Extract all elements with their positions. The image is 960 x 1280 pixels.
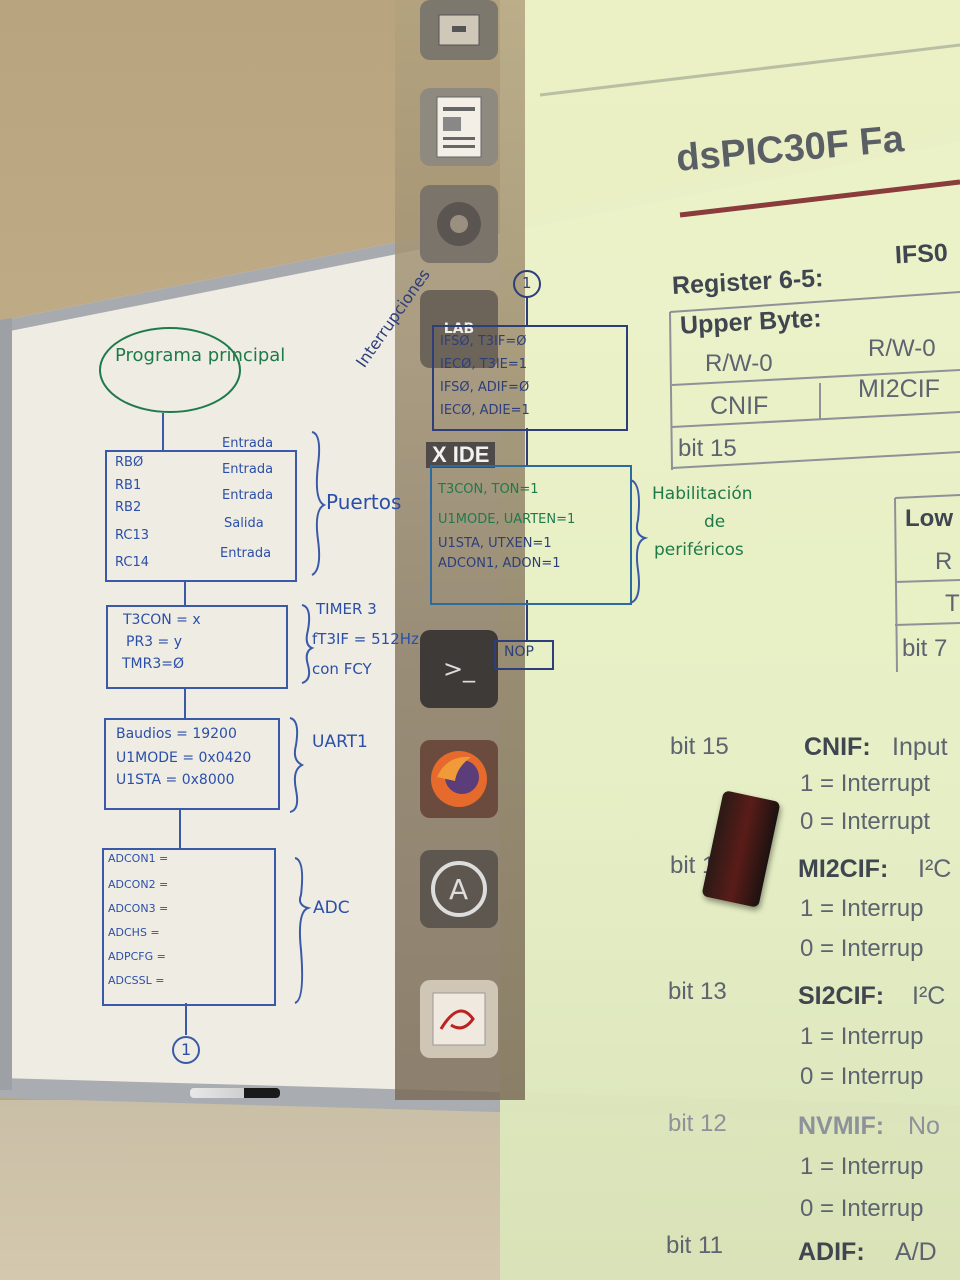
desc-one: 1 = Interrup — [800, 1153, 924, 1180]
lower-r-cell: R — [935, 548, 953, 575]
peripheral-line: U1STA, UTXEN=1 — [438, 536, 552, 551]
desc-zero: 0 = Interrup — [800, 935, 924, 962]
desc-zero: 0 = Interrupt — [800, 808, 931, 835]
timer-line: TMR3=Ø — [122, 656, 185, 672]
port-dir: Entrada — [222, 462, 274, 477]
connector-top: 1 — [522, 274, 532, 292]
desc-name: CNIF: — [804, 733, 871, 761]
desc-rest: I²C — [912, 982, 946, 1010]
interrupt-line: IECØ, ADIE=1 — [440, 403, 530, 418]
timer-line: PR3 = y — [126, 634, 182, 650]
peripherals-label-2: de — [704, 512, 726, 532]
port-pin: RB1 — [115, 478, 142, 493]
ide-badge-label: X IDE — [426, 442, 496, 468]
interrupts-box — [432, 325, 628, 431]
peripherals-box — [430, 465, 632, 605]
uart-box — [104, 718, 280, 810]
timer-frequency: fT3IF = 512Hz — [312, 630, 419, 648]
rw-cell-1: R/W-0 — [705, 350, 773, 377]
ports-label: Puertos — [326, 490, 402, 514]
rw-cell-2: R/W-0 — [868, 335, 936, 362]
desc-rest: I²C — [918, 855, 952, 883]
document-viewer-icon[interactable] — [420, 88, 498, 166]
adc-line: ADCON1 = — [108, 852, 169, 865]
connector-bottom: 1 — [181, 1040, 192, 1059]
svg-text:A: A — [449, 873, 468, 906]
port-dir: Salida — [224, 516, 264, 531]
desc-name: SI2CIF: — [798, 982, 885, 1010]
terminal-icon[interactable]: >_ — [420, 630, 498, 708]
ports-box — [105, 450, 297, 582]
adc-line: ADCSSL = — [108, 974, 165, 987]
desc-bit: bit 11 — [666, 1232, 723, 1259]
text-editor-icon[interactable] — [420, 980, 498, 1058]
uart-line: Baudios = 19200 — [116, 726, 237, 742]
desc-one: 1 = Interrupt — [800, 770, 931, 797]
files-icon[interactable] — [420, 0, 498, 60]
desc-rest: Input — [892, 733, 948, 761]
adc-label: ADC — [313, 898, 350, 918]
peripheral-line: T3CON, TON=1 — [438, 482, 539, 497]
desc-one: 1 = Interrup — [800, 1023, 924, 1050]
adc-line: ADCON2 = — [108, 878, 169, 891]
terminal-prompt: >_ — [442, 655, 476, 683]
port-pin: RBØ — [115, 455, 144, 470]
firefox-icon[interactable] — [420, 740, 498, 818]
adc-line: ADCHS = — [108, 926, 160, 939]
port-pin: RB2 — [115, 500, 142, 515]
desc-name: ADIF: — [798, 1238, 865, 1266]
nop-box — [494, 640, 554, 670]
bit15-label: bit 15 — [678, 435, 737, 462]
main-program-oval: Programa principal — [115, 345, 286, 366]
timer-box — [106, 605, 288, 689]
timer-line: T3CON = x — [123, 612, 201, 628]
desc-bit: bit 15 — [670, 733, 729, 760]
desc-rest: No — [908, 1112, 940, 1140]
desc-name: NVMIF: — [798, 1112, 885, 1140]
projected-screen — [500, 0, 960, 1280]
uart-label: UART1 — [312, 732, 368, 752]
peripheral-line: U1MODE, UARTEN=1 — [438, 512, 576, 527]
port-pin: RC13 — [115, 528, 150, 543]
desc-bit: bit 12 — [668, 1110, 727, 1137]
port-pin: RC14 — [115, 555, 150, 570]
lower-byte-label: Low — [905, 505, 953, 532]
desc-name: MI2CIF: — [798, 855, 889, 883]
timer-clock-note: con FCY — [312, 660, 372, 678]
timer-label: TIMER 3 — [316, 600, 377, 618]
desc-one: 1 = Interrup — [800, 895, 924, 922]
marker[interactable] — [190, 1088, 280, 1098]
peripherals-label-1: Habilitación — [652, 484, 753, 504]
adc-box — [102, 848, 276, 1006]
bit7-label: bit 7 — [902, 635, 948, 662]
settings-gear-icon[interactable] — [420, 185, 498, 263]
desc-zero: 0 = Interrup — [800, 1063, 924, 1090]
peripherals-label-3: periféricos — [654, 540, 744, 560]
adc-line: ADPCFG = — [108, 950, 166, 963]
interrupt-line: IFSØ, T3IF=Ø — [440, 334, 527, 349]
port-dir: Entrada — [222, 436, 274, 451]
uart-line: U1STA = 0x8000 — [116, 772, 235, 788]
uart-line: U1MODE = 0x0420 — [116, 750, 252, 766]
cnif-cell: CNIF — [710, 392, 769, 420]
port-dir: Entrada — [220, 546, 272, 561]
nop-label: NOP — [504, 644, 534, 660]
mi2cif-cell: MI2CIF — [858, 375, 940, 403]
desc-zero: 0 = Interrup — [800, 1195, 924, 1222]
software-update-icon[interactable]: A — [420, 850, 498, 928]
desc-rest: A/D — [895, 1238, 937, 1266]
desc-bit: bit 13 — [668, 978, 727, 1005]
lower-t-cell: T — [945, 590, 960, 617]
interrupt-line: IECØ, T3IE=1 — [440, 357, 528, 372]
adc-line: ADCON3 = — [108, 902, 169, 915]
peripheral-line: ADCON1, ADON=1 — [438, 556, 561, 571]
port-dir: Entrada — [222, 488, 274, 503]
interrupt-line: IFSØ, ADIF=Ø — [440, 380, 530, 395]
